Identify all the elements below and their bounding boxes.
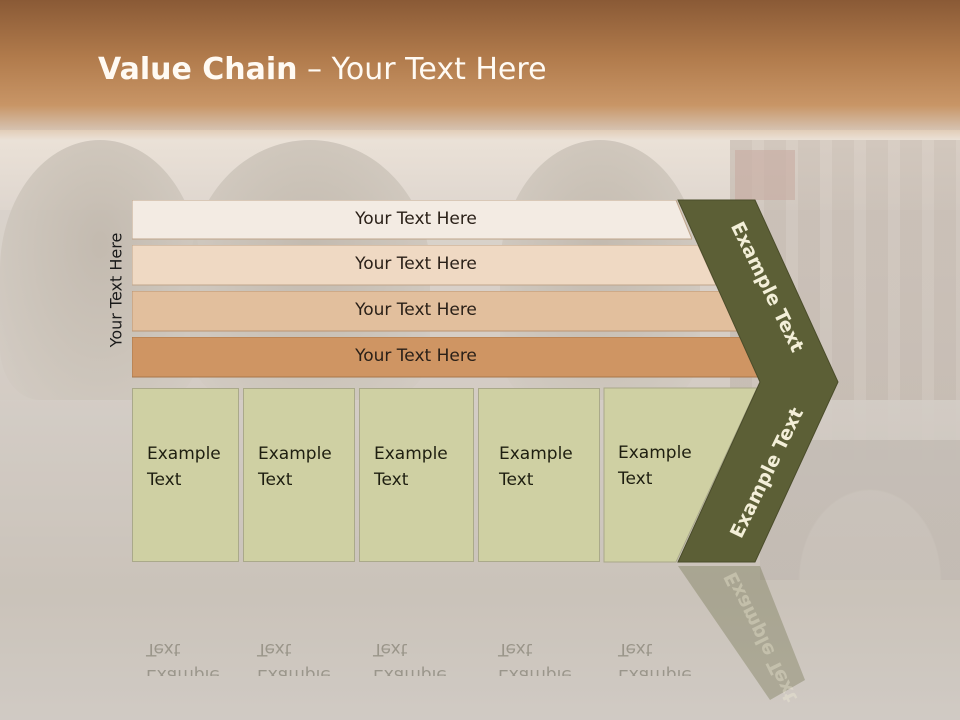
- band-1[interactable]: Your Text Here: [132, 200, 692, 240]
- band-2-label: Your Text Here: [355, 254, 477, 274]
- band-2[interactable]: Your Text Here: [132, 245, 716, 286]
- band-3-shape: [132, 291, 740, 332]
- band-4-shape: [132, 337, 764, 378]
- band-4[interactable]: Your Text Here: [132, 337, 764, 378]
- title-rest: – Your Text Here: [297, 52, 547, 87]
- band-3[interactable]: Your Text Here: [132, 291, 740, 332]
- slide-title: Value Chain – Your Text Here: [98, 52, 547, 87]
- band-1-label: Your Text Here: [355, 209, 477, 229]
- title-bar: [0, 0, 960, 140]
- band-4-label: Your Text Here: [355, 346, 477, 366]
- band-3-label: Your Text Here: [355, 300, 477, 320]
- title-bold: Value Chain: [98, 52, 298, 87]
- band-2-shape: [132, 245, 716, 286]
- band-1-shape: [132, 200, 692, 240]
